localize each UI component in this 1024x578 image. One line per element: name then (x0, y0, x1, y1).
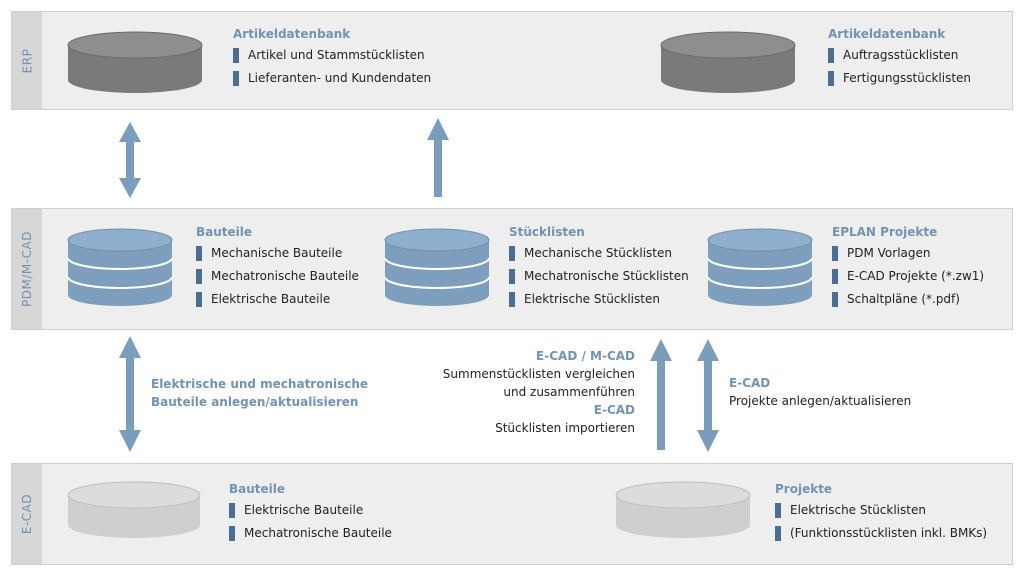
left-flow-line2: Bauteile anlegen/aktualisieren (151, 395, 359, 409)
ecad-left-database-icon (67, 481, 201, 538)
mid-flow-head2: E-CAD (593, 403, 635, 417)
left-flow-note: Elektrische und mechatronische Bauteile … (151, 375, 368, 411)
mid-flow-line2: und zusammenführen (503, 385, 635, 399)
list-item: (Funktionsstücklisten inkl. BMKs) (775, 522, 987, 545)
pdm-right-database-icon (707, 228, 813, 306)
erp-right-title: Artikeldatenbank (828, 27, 946, 41)
double-arrow-pdm-ecad-right-icon (697, 339, 719, 452)
erp-right-block: Artikeldatenbank Auftragsstücklisten Fer… (828, 26, 971, 90)
right-flow-line1: Projekte anlegen/aktualisieren (729, 394, 912, 408)
list-item: Mechanische Stücklisten (509, 242, 689, 265)
ecad-right-database-icon (615, 481, 751, 538)
pdm-right-title: EPLAN Projekte (832, 225, 938, 239)
list-item: Mechatronische Bauteile (196, 265, 359, 288)
erp-left-block: Artikeldatenbank Artikel und Stammstückl… (233, 26, 431, 90)
list-item: Elektrische Stücklisten (775, 499, 987, 522)
erp-band-label-box: ERP (12, 12, 42, 109)
list-item: E-CAD Projekte (*.zw1) (832, 265, 984, 288)
list-item: Schaltpläne (*.pdf) (832, 288, 984, 311)
pdm-left-database-icon (67, 228, 173, 306)
list-item: Artikel und Stammstücklisten (233, 44, 431, 67)
double-arrow-pdm-ecad-left-icon (119, 336, 141, 452)
up-arrow-ecad-pdm-icon (650, 339, 672, 450)
pdm-right-block: EPLAN Projekte PDM Vorlagen E-CAD Projek… (832, 224, 984, 311)
ecad-right-block: Projekte Elektrische Stücklisten (Funkti… (775, 481, 987, 545)
list-item: PDM Vorlagen (832, 242, 984, 265)
ecad-left-block: Bauteile Elektrische Bauteile Mechatroni… (229, 481, 392, 545)
up-arrow-pdm-erp-icon (427, 118, 449, 197)
erp-right-database-icon (660, 31, 796, 93)
list-item: Lieferanten- und Kundendaten (233, 67, 431, 90)
list-item: Auftragsstücklisten (828, 44, 971, 67)
list-item: Mechanische Bauteile (196, 242, 359, 265)
ecad-right-title: Projekte (775, 482, 833, 496)
ecad-band-label-box: E-CAD (12, 464, 42, 564)
pdm-middle-database-icon (384, 228, 490, 306)
mid-flow-head1: E-CAD / M-CAD (536, 349, 635, 363)
mid-flow-line3: Stücklisten importieren (495, 421, 635, 435)
pdm-left-block: Bauteile Mechanische Bauteile Mechatroni… (196, 224, 359, 311)
list-item: Elektrische Bauteile (196, 288, 359, 311)
erp-left-database-icon (67, 31, 203, 93)
pdm-middle-block: Stücklisten Mechanische Stücklisten Mech… (509, 224, 689, 311)
pdm-band-label-box: PDM/M-CAD (12, 209, 42, 329)
pdm-middle-title: Stücklisten (509, 225, 585, 239)
mid-flow-note: E-CAD / M-CAD Summenstücklisten vergleic… (443, 347, 635, 437)
right-flow-note: E-CAD Projekte anlegen/aktualisieren (729, 374, 911, 410)
list-item: Elektrische Bauteile (229, 499, 392, 522)
double-arrow-erp-pdm-icon (119, 122, 141, 198)
mid-flow-line1: Summenstücklisten vergleichen (442, 367, 635, 381)
right-flow-head: E-CAD (729, 376, 771, 390)
erp-left-title: Artikeldatenbank (233, 27, 351, 41)
left-flow-line1: Elektrische und mechatronische (151, 377, 369, 391)
list-item: Fertigungsstücklisten (828, 67, 971, 90)
pdm-left-title: Bauteile (196, 225, 253, 239)
list-item: Mechatronische Bauteile (229, 522, 392, 545)
list-item: Elektrische Stücklisten (509, 288, 689, 311)
ecad-left-title: Bauteile (229, 482, 286, 496)
list-item: Mechatronische Stücklisten (509, 265, 689, 288)
